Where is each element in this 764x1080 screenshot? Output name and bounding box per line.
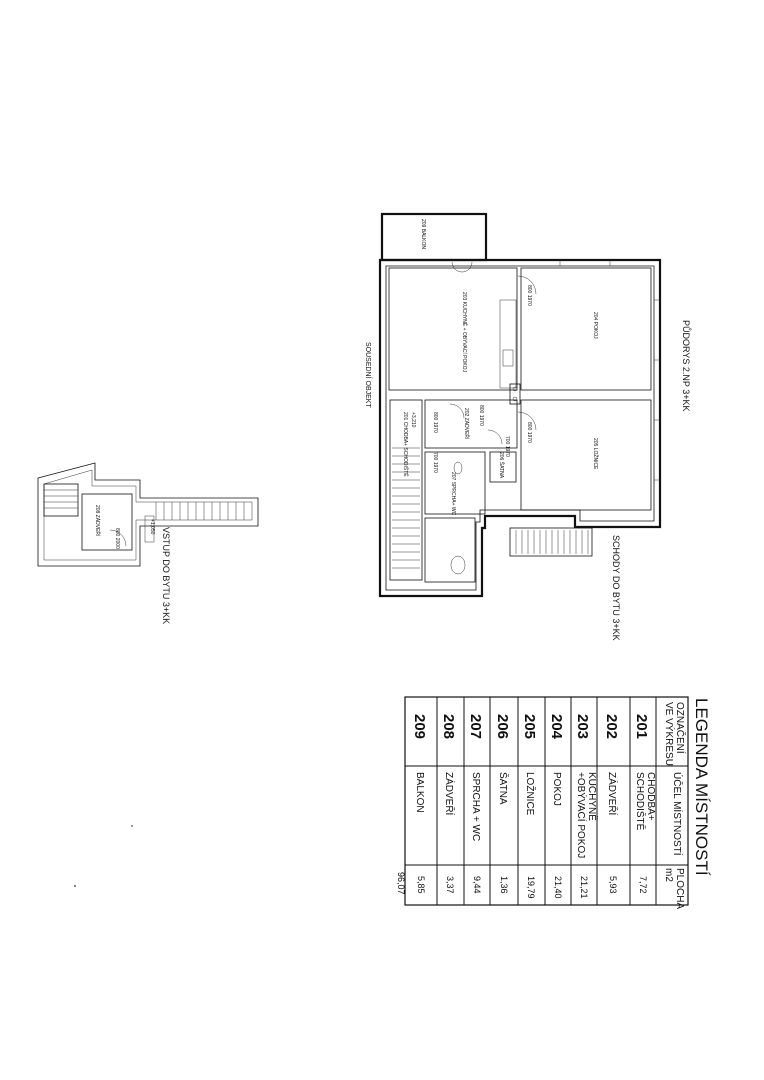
entry-title: VSTUP DO BYTU 3+KK: [161, 527, 171, 624]
legend-row-code: 201: [633, 714, 650, 739]
kitchen-counter: [499, 299, 517, 389]
door-label: 800 1970: [526, 422, 532, 443]
legend-row-use: BALKON: [414, 772, 425, 813]
entry-floor-plan: VSTUP DO BYTU 3+KK 208 ZÁDVEŘÍ 800 2000 …: [37, 462, 259, 624]
legend-total: 96,07: [396, 872, 406, 895]
door-label: 700 1970: [432, 452, 438, 473]
room-203-outline: [388, 267, 518, 391]
legend-row-code: 203: [574, 714, 591, 739]
room-207-outline: [424, 451, 486, 515]
legend-title: LEGENDA MÍSTNOSTÍ: [692, 698, 711, 876]
room-label-207: 207 SPRCHA+ WC: [450, 472, 456, 516]
door-swing-icon: [449, 403, 465, 419]
room-label-206: 206 ŠATNA: [498, 452, 505, 479]
corridor-stair-treads: [392, 447, 420, 569]
door-swing-icon: [461, 261, 473, 273]
room-206-outline: [489, 451, 517, 483]
toilet-icon: [453, 461, 463, 475]
windows: [559, 260, 660, 481]
legend-row-code: 204: [548, 714, 565, 740]
entry-room-label: 208 ZÁDVEŘÍ: [94, 505, 102, 537]
legend-row-code: 206: [494, 714, 511, 739]
legend-row-use: ŠATNA: [497, 772, 510, 805]
outer-wall: [378, 258, 662, 598]
door-label: 800 1970: [478, 405, 484, 426]
entry-stair-treads: [44, 489, 245, 520]
legend-row-use: POKOJ: [551, 772, 562, 806]
door-swing-icon: [517, 411, 537, 431]
stairs-label: SCHODY DO BYTU 3+KK: [611, 535, 621, 641]
legend-row-use: SPRCHA + WC: [470, 772, 481, 841]
room-204-outline: [520, 267, 652, 391]
entry-level: +1,050: [149, 519, 155, 535]
legend-row-use: KUCHYNĚ+OBÝVACÍ POKOJ: [575, 772, 599, 858]
legend-row-area: 19,79: [526, 876, 536, 899]
neighbor-label: SOUSEDNÍ OBJEKT: [364, 342, 373, 408]
door-label: 800 1970: [432, 412, 438, 433]
entry-room-outline: [81, 493, 133, 551]
room-label-204: 204 POKOJ: [592, 312, 598, 339]
kitchen-sink: [502, 349, 514, 367]
legend-row-use: CHODBA+SCHODIŠTĚ: [634, 772, 656, 831]
outer-wall-inner-line: [385, 265, 655, 591]
legend-row-use: LOŽNICE: [524, 772, 537, 816]
corridor-201-outline: [389, 399, 423, 581]
main-floor-plan: PŮDORYS 2.NP 3+KK SCHODY DO BYTU 3+KK SO…: [364, 212, 692, 641]
corridor-level: +3,210: [410, 412, 416, 428]
legend-row-code: 208: [440, 714, 457, 739]
scan-speck: [73, 884, 77, 888]
entry-outline: [37, 462, 259, 567]
chimney-shaft: [509, 383, 521, 405]
door-swing-icon: [109, 529, 127, 547]
room-205-outline: [520, 399, 652, 511]
legend-row-area: 9,44: [472, 876, 482, 894]
entry-outline-inner: [43, 469, 253, 561]
legend-row-code: 202: [603, 714, 620, 739]
toilet-icon: [450, 555, 466, 575]
balcony-outline: [380, 212, 488, 262]
legend-table-border: [404, 696, 689, 906]
door-swing-icon: [451, 261, 463, 273]
door-swing-icon: [487, 429, 503, 445]
bathroom-lower-outline: [424, 517, 476, 583]
room-label-202: 202 ZÁDVEŘÍ: [463, 408, 471, 440]
legend-row-area: 1,36: [499, 876, 509, 894]
entry-door-label: 800 2000: [114, 528, 120, 549]
legend-row-code: 205: [521, 714, 538, 739]
legend-row-area: 21,40: [553, 876, 563, 899]
legend-row-area: 7,72: [638, 876, 648, 894]
room-202-outline: [424, 399, 518, 449]
legend-row-area: 5,85: [416, 876, 426, 894]
shaft-circle: [512, 386, 518, 392]
scan-speck: [131, 825, 133, 827]
room-label-205: 205 LOŽNICE: [592, 438, 600, 470]
exterior-stairs-outline: [509, 527, 593, 557]
door-swing-icon: [517, 275, 537, 295]
room-label-201: 201 CHODBA+ SCHODIŠTĚ: [402, 412, 410, 477]
shaft-circle: [512, 396, 518, 402]
legend-row-area: 21,21: [579, 876, 589, 899]
legend-row-code: 209: [411, 714, 428, 739]
plan-title: PŮDORYS 2.NP 3+KK: [681, 320, 692, 411]
legend-header-area: PLOCHAm2: [663, 868, 685, 909]
entry-stairs: [43, 483, 79, 517]
door-label: 700 1970: [504, 436, 510, 457]
legend-row-use: ZÁDVEŘÍ: [443, 772, 456, 816]
legend-header-use: ÚČEL MÍSTNOSTÍ: [671, 772, 684, 856]
legend-row-code: 207: [467, 714, 484, 739]
legend-header-code: OZNAČENÍVE VÝKRESU: [663, 702, 687, 766]
legend-row-area: 5,93: [608, 876, 618, 894]
room-label-209: 209 BALKON: [420, 219, 426, 249]
room-label-203: 203 KUCHYNĚ + OBÝVACÍ POKOJ: [461, 292, 469, 373]
room-legend: LEGENDA MÍSTNOSTÍ OZNAČENÍVE VÝKRESU ÚČE…: [396, 696, 711, 909]
exterior-stair-treads: [515, 530, 589, 554]
legend-row-area: 3,37: [445, 876, 455, 894]
entry-level-box: [144, 515, 155, 543]
legend-row-use: ZÁDVEŘÍ: [606, 772, 619, 816]
door-label: 800 1970: [526, 285, 532, 306]
